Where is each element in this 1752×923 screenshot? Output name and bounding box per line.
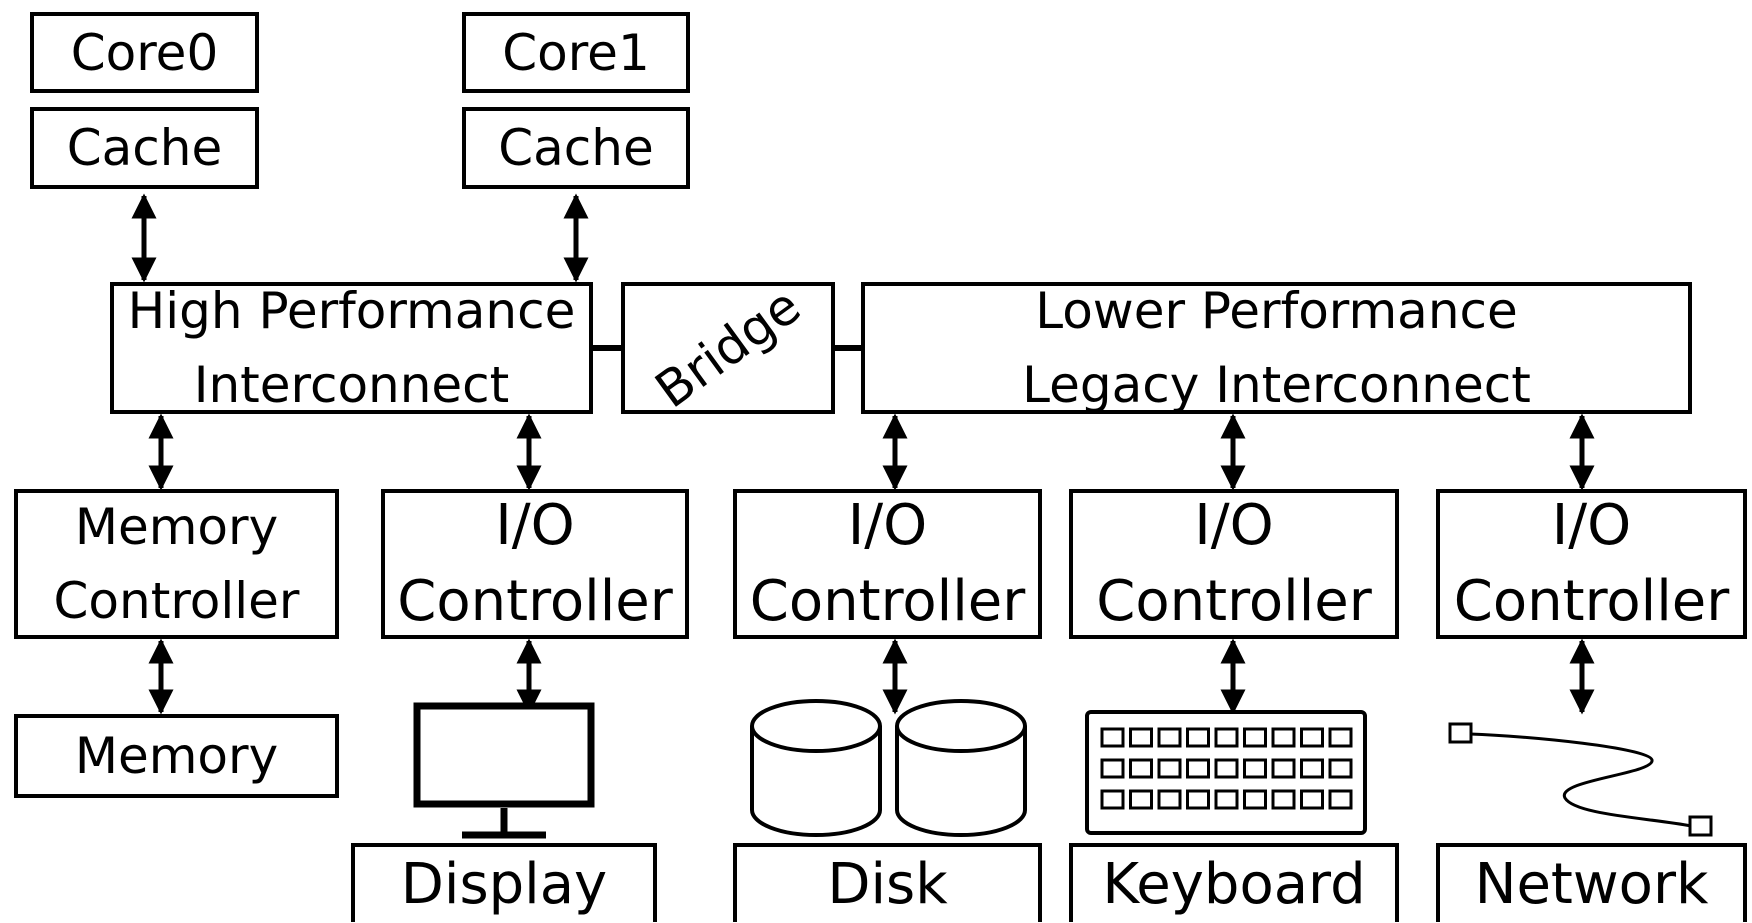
display-label: Display bbox=[400, 851, 608, 917]
bridge-box: Bridge bbox=[621, 276, 835, 420]
keyboard-key bbox=[1214, 727, 1239, 748]
keyboard-key bbox=[1300, 789, 1324, 810]
keyboard-key bbox=[1129, 727, 1153, 748]
io-controller-disk: I/O Controller bbox=[733, 489, 1042, 639]
memory-box: Memory bbox=[14, 714, 339, 798]
core1-box: Core1 bbox=[462, 12, 690, 93]
keyboard-key bbox=[1100, 789, 1125, 810]
io-controller-line1: I/O bbox=[495, 493, 575, 558]
keyboard-key bbox=[1186, 758, 1210, 779]
keyboard-key bbox=[1157, 758, 1182, 779]
network-label: Network bbox=[1474, 851, 1709, 917]
legacy-interconnect-line1: Lower Performance bbox=[1035, 282, 1518, 340]
keyboard-key bbox=[1157, 727, 1182, 748]
cache1-box: Cache bbox=[462, 107, 690, 189]
high-interconnect-line2: Interconnect bbox=[193, 356, 510, 414]
keyboard-key bbox=[1214, 758, 1239, 779]
memory-controller-line2: Controller bbox=[53, 572, 300, 630]
cache1-label: Cache bbox=[498, 119, 654, 177]
io-controller-line2: Controller bbox=[1096, 569, 1372, 634]
bridge-label: Bridge bbox=[645, 276, 811, 420]
io-controller-keyboard: I/O Controller bbox=[1069, 489, 1399, 639]
keyboard-key bbox=[1129, 758, 1153, 779]
memory-label: Memory bbox=[74, 727, 279, 785]
memory-controller-line1: Memory bbox=[74, 498, 279, 556]
io-controller-line1: I/O bbox=[1551, 493, 1632, 558]
keyboard-box: Keyboard bbox=[1069, 843, 1399, 922]
io-controller-line2: Controller bbox=[397, 569, 673, 634]
disk-label: Disk bbox=[827, 851, 948, 917]
legacy-interconnect-line2: Legacy Interconnect bbox=[1022, 356, 1531, 414]
keyboard-key bbox=[1243, 727, 1267, 748]
keyboard-key bbox=[1328, 758, 1353, 779]
memory-controller-box: Memory Controller bbox=[14, 489, 339, 639]
disk-box: Disk bbox=[733, 843, 1042, 922]
keyboard-key bbox=[1271, 758, 1296, 779]
keyboard-key bbox=[1243, 758, 1267, 779]
keyboard-key bbox=[1243, 789, 1267, 810]
high-performance-interconnect: High Performance Interconnect bbox=[110, 282, 593, 414]
keyboard-key bbox=[1271, 789, 1296, 810]
core1-label: Core1 bbox=[502, 23, 650, 82]
monitor-icon bbox=[413, 702, 595, 839]
disk-icon bbox=[750, 699, 1027, 837]
core0-box: Core0 bbox=[30, 12, 259, 93]
io-controller-line2: Controller bbox=[1453, 569, 1730, 634]
high-interconnect-line1: High Performance bbox=[127, 282, 576, 340]
io-controller-line2: Controller bbox=[749, 569, 1026, 634]
keyboard-key bbox=[1214, 789, 1239, 810]
keyboard-key bbox=[1328, 727, 1353, 748]
display-box: Display bbox=[351, 843, 657, 922]
keyboard-key bbox=[1157, 789, 1182, 810]
cache0-label: Cache bbox=[66, 119, 223, 177]
network-box: Network bbox=[1436, 843, 1747, 922]
io-controller-display: I/O Controller bbox=[381, 489, 689, 639]
keyboard-icon bbox=[1085, 710, 1367, 835]
keyboard-key bbox=[1186, 727, 1210, 748]
keyboard-key bbox=[1186, 789, 1210, 810]
keyboard-key bbox=[1100, 758, 1125, 779]
io-controller-line1: I/O bbox=[1194, 493, 1274, 558]
io-controller-network: I/O Controller bbox=[1436, 489, 1747, 639]
keyboard-key bbox=[1129, 789, 1153, 810]
io-controller-line1: I/O bbox=[847, 493, 928, 558]
keyboard-key bbox=[1300, 758, 1324, 779]
keyboard-key bbox=[1328, 789, 1353, 810]
cache0-box: Cache bbox=[30, 107, 259, 189]
core0-label: Core0 bbox=[70, 23, 219, 82]
keyboard-key bbox=[1300, 727, 1324, 748]
keyboard-label: Keyboard bbox=[1102, 851, 1366, 917]
keyboard-key bbox=[1271, 727, 1296, 748]
network-cable-icon bbox=[1448, 722, 1713, 837]
legacy-interconnect: Lower Performance Legacy Interconnect bbox=[861, 282, 1692, 414]
keyboard-key bbox=[1100, 727, 1125, 748]
